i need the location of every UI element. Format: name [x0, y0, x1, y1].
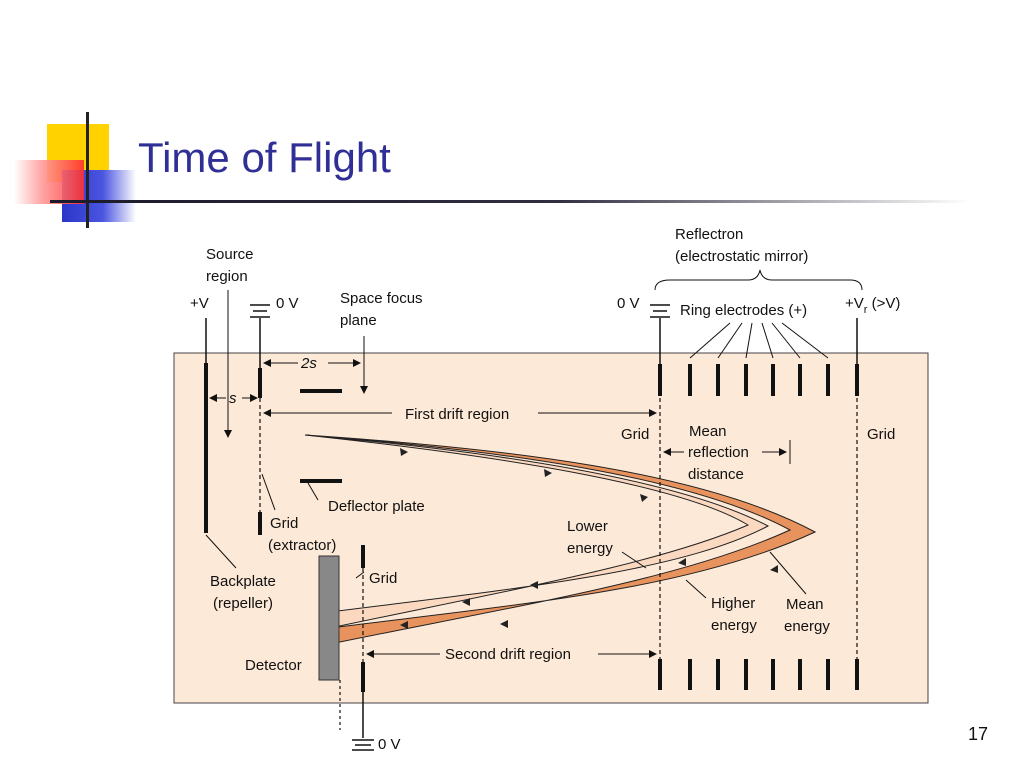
path-arrow	[640, 494, 648, 502]
ring-electrode-leaders	[689, 322, 829, 359]
two-s-label: 2s	[300, 355, 317, 372]
page-number: 17	[968, 724, 989, 744]
mean-energy-label-1: Mean	[786, 596, 824, 613]
grid-left-label: Grid	[621, 426, 649, 443]
s-label: s	[229, 390, 237, 407]
slide-title: Time of Flight	[138, 134, 391, 181]
reflectron-label-2: (electrostatic mirror)	[675, 248, 808, 265]
mean-energy-label-2: energy	[784, 618, 830, 635]
backplate-pointer	[205, 534, 237, 569]
ring-electrodes-top	[658, 364, 859, 396]
lower-energy-path	[304, 434, 770, 629]
source-region-label-2: region	[206, 268, 248, 285]
ring-electrodes-label: Ring electrodes (+)	[680, 302, 807, 319]
lower-energy-label-2: energy	[567, 540, 613, 557]
higher-energy-label-1: Higher	[711, 595, 755, 612]
grid-detector-label: Grid	[369, 570, 397, 587]
deflector-pointer	[307, 482, 319, 501]
higher-energy-pointer	[685, 579, 707, 599]
mean-reflection-label-3: distance	[688, 466, 744, 483]
title-underline	[50, 200, 970, 203]
mean-reflection-label-2: reflection	[688, 444, 749, 461]
detector	[318, 555, 340, 681]
vr-label: +Vr (>V)	[845, 295, 900, 316]
ground-symbol-reflectron	[650, 304, 670, 318]
path-arrow	[544, 469, 552, 477]
backplate-label-1: Backplate	[210, 573, 276, 590]
second-drift-region-label: Second drift region	[445, 646, 571, 663]
backplate-label-2: (repeller)	[213, 595, 273, 612]
plus-v-label: +V	[190, 295, 209, 312]
mean-energy-pointer	[769, 551, 807, 595]
lower-energy-label-1: Lower	[567, 518, 608, 535]
first-drift-region-label: First drift region	[405, 406, 509, 423]
ground-symbol-source	[250, 304, 270, 318]
space-focus-label-1: Space focus	[340, 290, 423, 307]
source-region-label-1: Source	[206, 246, 254, 263]
zero-v-bottom-label: 0 V	[378, 736, 401, 753]
grid-extractor-label-2: (extractor)	[268, 537, 336, 554]
grid-detector-pointer	[355, 571, 365, 579]
reflectron-brace	[654, 269, 863, 291]
path-arrow	[530, 581, 538, 589]
space-focus-label-2: plane	[340, 312, 377, 329]
path-arrow	[500, 620, 508, 628]
ring-electrodes-bottom	[658, 659, 859, 690]
ground-symbol-bottom	[352, 739, 374, 751]
deco-vertical-line	[86, 112, 89, 228]
detector-label: Detector	[245, 657, 302, 674]
reflectron-label-1: Reflectron	[675, 226, 743, 243]
deflector-plate-label: Deflector plate	[328, 498, 425, 515]
zero-v-source-label: 0 V	[276, 295, 299, 312]
deco-red-square	[14, 160, 84, 204]
extractor-pointer	[261, 473, 276, 511]
zero-v-reflectron-label: 0 V	[617, 295, 640, 312]
lower-energy-pointer	[621, 551, 647, 569]
path-arrow	[462, 598, 470, 606]
grid-extractor-label-1: Grid	[270, 515, 298, 532]
path-arrow	[400, 621, 408, 629]
path-arrow	[400, 448, 408, 456]
mean-reflection-label-1: Mean	[689, 423, 727, 440]
flight-direction-arrows	[400, 448, 778, 629]
path-arrow	[678, 558, 686, 566]
grid-right-label: Grid	[867, 426, 895, 443]
higher-energy-label-2: energy	[711, 617, 757, 634]
path-arrow	[770, 565, 778, 573]
